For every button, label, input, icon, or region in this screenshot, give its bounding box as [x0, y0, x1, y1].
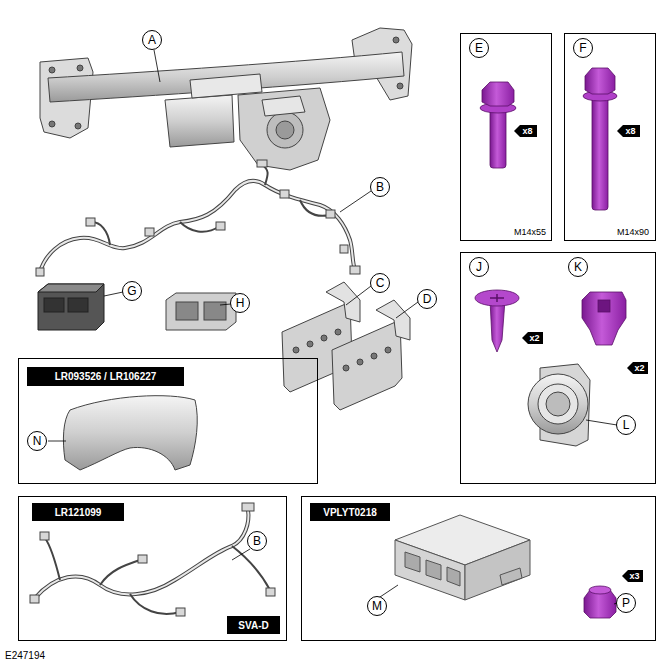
callout-letter: J	[469, 257, 489, 277]
callout-letter: A	[142, 30, 162, 50]
callout-circle	[368, 597, 387, 616]
kit-panel: M14x55 Ex8	[460, 33, 552, 241]
callout-letter: H	[230, 293, 250, 313]
quantity-tag: x8	[617, 125, 640, 137]
control-module	[38, 284, 104, 330]
kit-panel: M14x90 Fx8	[564, 33, 656, 241]
kit-panel: LR093526 / LR106227N	[18, 358, 318, 484]
callout-circle	[371, 178, 390, 197]
bolt-size: M14x90	[617, 227, 649, 237]
quantity-arrow	[522, 332, 543, 344]
part-number-tag: SVA-D	[227, 616, 280, 634]
figure-number: E247194	[5, 650, 45, 661]
quantity-text: x3	[622, 570, 643, 582]
callout-letter: N	[27, 431, 47, 451]
wiring-harness	[30, 503, 275, 616]
callout-letter: N	[27, 431, 47, 451]
quantity-text: x2	[522, 332, 543, 344]
callout-circle	[418, 290, 437, 309]
leader-line	[48, 50, 617, 605]
callout-letter: L	[616, 415, 636, 435]
socket	[528, 364, 590, 446]
kit-panel: LR121099SVA-D B	[18, 496, 287, 641]
wiring-harness	[36, 160, 360, 276]
callout-circle	[123, 282, 142, 301]
callout-letter: B	[370, 177, 390, 197]
nut	[584, 586, 616, 618]
callout-circle	[470, 39, 489, 58]
callout-circle	[574, 39, 593, 58]
callout-letter: J	[469, 257, 489, 277]
quantity-tag: x8	[514, 125, 537, 137]
quantity-arrow	[622, 570, 643, 582]
callout-letter: M	[367, 596, 387, 616]
callout-circle	[617, 594, 636, 613]
callout-letter: K	[568, 257, 588, 277]
part-number-tag: LR121099	[32, 503, 124, 521]
callout-letter: G	[122, 281, 142, 301]
callout-letter: B	[247, 531, 267, 551]
bolt-size: M14x55	[514, 227, 546, 237]
callout-letter: C	[370, 273, 390, 293]
callout-circle	[371, 274, 390, 293]
callout-circle	[231, 294, 250, 313]
quantity-text: x2	[627, 362, 648, 374]
callout-letter: C	[370, 273, 390, 293]
quantity-tag: x2	[522, 332, 543, 344]
callout-letter: F	[573, 38, 593, 58]
callout-letter: A	[142, 30, 162, 50]
callout-letter: G	[122, 281, 142, 301]
bumper-cover	[63, 396, 197, 470]
quantity-arrow	[627, 362, 648, 374]
callout-letter: D	[417, 289, 437, 309]
callout-letter: E	[469, 38, 489, 58]
callout-letter: D	[417, 289, 437, 309]
clip-nut	[582, 292, 626, 345]
quantity-text: x8	[514, 125, 537, 137]
callout-circle	[248, 532, 267, 551]
quantity-tag: x3	[622, 570, 643, 582]
kit-panel	[461, 253, 656, 484]
callout-circle	[143, 31, 162, 50]
callout-circle	[569, 258, 588, 277]
callout-letter: L	[616, 415, 636, 435]
tow-bar	[40, 28, 412, 170]
bolt	[480, 82, 516, 168]
bolt	[583, 68, 617, 210]
callout-circle	[28, 432, 47, 451]
callout-letter: P	[616, 593, 636, 613]
callout-letter: B	[247, 531, 267, 551]
callout-letter: E	[469, 38, 489, 58]
screw	[475, 290, 519, 352]
control-module	[395, 515, 530, 600]
callout-letter: B	[370, 177, 390, 197]
quantity-arrow	[514, 125, 537, 137]
kit-panel: VPLYT0218Mx3P	[301, 496, 656, 641]
part-number-tag: VPLYT0218	[310, 503, 390, 521]
callout-letter: M	[367, 596, 387, 616]
quantity-tag: x2	[627, 362, 648, 374]
callout-letter: H	[230, 293, 250, 313]
mounting-bracket	[166, 293, 236, 330]
callout-letter: F	[573, 38, 593, 58]
quantity-text: x8	[617, 125, 640, 137]
callout-letter: P	[616, 593, 636, 613]
callout-letter: K	[568, 257, 588, 277]
callout-circle	[470, 258, 489, 277]
part-number-tag: LR093526 / LR106227	[27, 367, 184, 386]
callout-circle	[617, 416, 636, 435]
quantity-arrow	[617, 125, 640, 137]
